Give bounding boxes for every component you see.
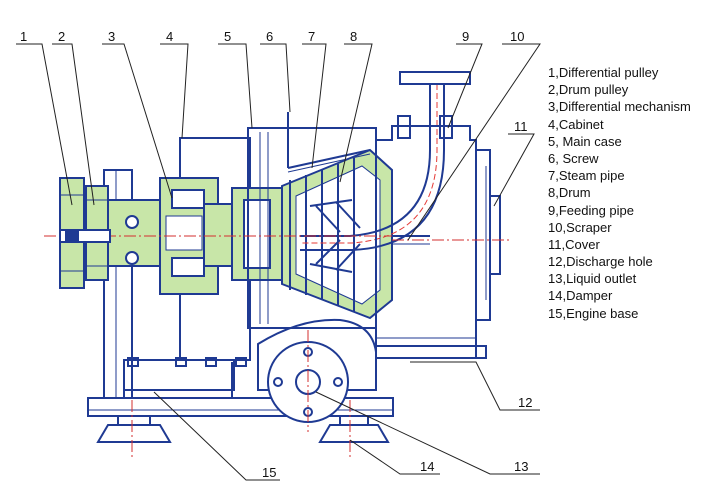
legend-item: 3,Differential mechanism — [548, 99, 691, 115]
legend-item: 5, Main case — [548, 133, 622, 149]
legend-item: 12,Discharge hole — [548, 254, 653, 270]
callout-12: 12 — [518, 395, 532, 410]
callout-13: 13 — [514, 459, 528, 474]
callout-7: 7 — [308, 29, 315, 44]
legend-item: 10,Scraper — [548, 219, 612, 235]
callout-5: 5 — [224, 29, 231, 44]
callout-3: 3 — [108, 29, 115, 44]
callout-6: 6 — [266, 29, 273, 44]
callout-9: 9 — [462, 29, 469, 44]
legend-item: 13,Liquid outlet — [548, 271, 637, 287]
callout-15: 15 — [262, 465, 276, 480]
legend-item: 11,Cover — [548, 236, 600, 252]
axis-lines — [44, 235, 510, 458]
leader-lines — [16, 43, 541, 481]
legend-item: 7,Steam pipe — [548, 168, 625, 184]
callout-4: 4 — [166, 29, 173, 44]
shaft — [59, 229, 111, 243]
legend-item: 1,Differential pulley — [548, 65, 659, 80]
parts-legend: 1,Differential pulley 2,Drum pulley 3,Di… — [548, 64, 691, 322]
damper-left — [96, 415, 172, 443]
cover — [475, 149, 501, 321]
damper-right — [318, 415, 390, 443]
legend-item: 14,Damper — [548, 288, 613, 304]
callout-10: 10 — [510, 29, 524, 44]
legend-item: 2,Drum pulley — [548, 82, 629, 98]
legend-item: 8,Drum — [548, 185, 591, 201]
legend-item: 6, Screw — [548, 150, 599, 166]
legend-item: 9,Feeding pipe — [548, 202, 635, 218]
legend-item: 15,Engine base — [548, 305, 639, 321]
legend-item: 4,Cabinet — [548, 116, 604, 132]
callout-11: 11 — [514, 119, 528, 134]
callout-1: 1 — [20, 29, 27, 44]
callout-8: 8 — [350, 29, 357, 44]
callout-14: 14 — [420, 459, 434, 474]
feeding-pipe — [300, 71, 471, 251]
steam-pipe — [287, 112, 371, 173]
liquid-outlet — [257, 318, 377, 423]
callout-2: 2 — [58, 29, 65, 44]
